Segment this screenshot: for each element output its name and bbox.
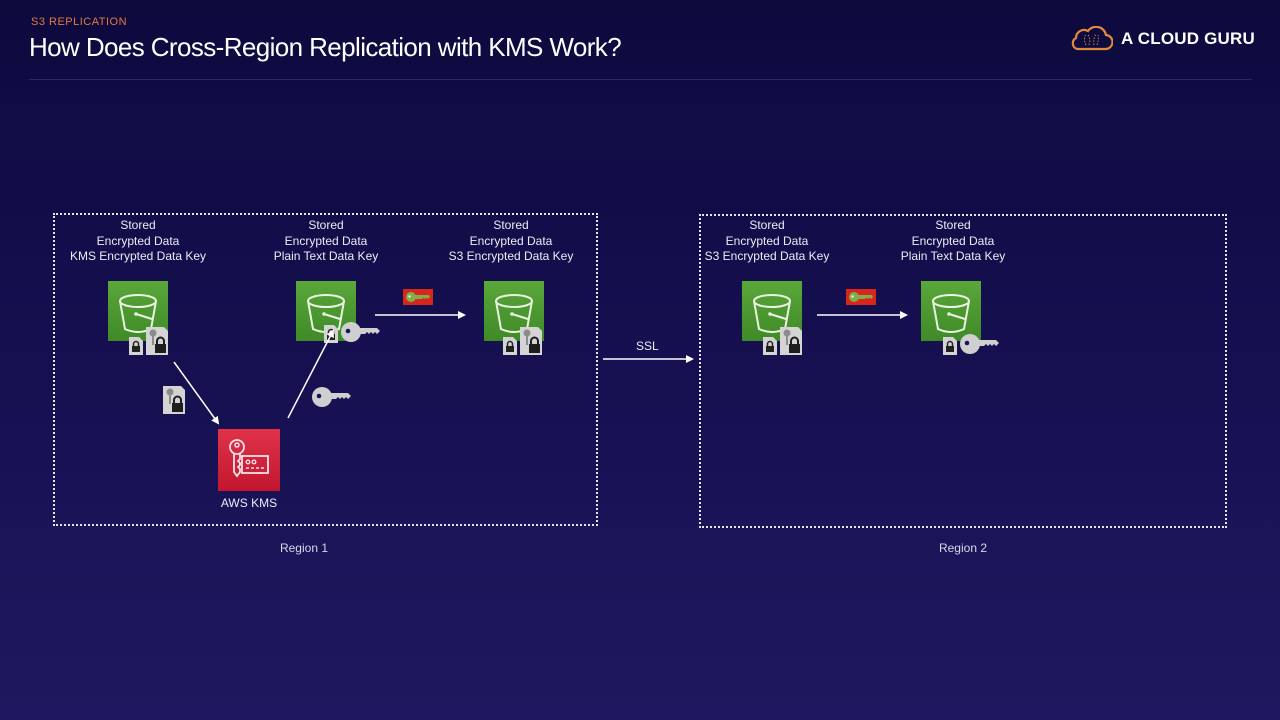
- locked-data-icon: [129, 337, 144, 356]
- bucket-caption: Stored Encrypted Data Plain Text Data Ke…: [900, 218, 1006, 263]
- locked-data-icon: [943, 337, 958, 356]
- header-divider: [29, 79, 1252, 80]
- region-1-box: [53, 213, 598, 526]
- kms-encrypted-key-icon: [146, 327, 169, 356]
- kms-encrypted-key-icon: [163, 386, 186, 415]
- bucket-caption: Stored Encrypted Data S3 Encrypted Data …: [704, 218, 830, 263]
- s3-encrypted-key-icon: [403, 289, 433, 305]
- s3-encrypted-key-icon: [846, 289, 876, 305]
- region-2-box: [699, 214, 1227, 528]
- cloud-logo-icon: [1071, 26, 1113, 51]
- aws-kms-label: AWS KMS: [220, 496, 278, 510]
- bucket-caption: Stored Encrypted Data Plain Text Data Ke…: [273, 218, 379, 263]
- plain-key-icon: [341, 322, 380, 342]
- region-1-label: Region 1: [279, 541, 329, 555]
- locked-data-icon: [503, 337, 518, 356]
- s3-encrypted-key-icon: [780, 327, 803, 356]
- bucket-caption: Stored Encrypted Data S3 Encrypted Data …: [448, 218, 574, 263]
- region-2-label: Region 2: [938, 541, 988, 555]
- page-title: How Does Cross-Region Replication with K…: [29, 32, 622, 62]
- plain-key-icon: [312, 387, 351, 407]
- section-eyebrow: S3 REPLICATION: [31, 16, 128, 28]
- ssl-label: SSL: [636, 339, 659, 353]
- kms-icon: [229, 439, 269, 478]
- plain-key-icon: [960, 334, 999, 354]
- brand-logo: A CLOUD GURU: [1069, 26, 1255, 52]
- aws-kms-service: [218, 429, 280, 491]
- locked-data-icon: [763, 337, 778, 356]
- s3-bucket-icon: [932, 294, 970, 333]
- brand-name: A CLOUD GURU: [1121, 29, 1255, 48]
- bucket-caption: Stored Encrypted Data KMS Encrypted Data…: [69, 218, 207, 263]
- s3-bucket-plain-text-key: [921, 281, 981, 341]
- locked-data-icon: [324, 325, 339, 344]
- s3-encrypted-key-icon: [520, 327, 543, 356]
